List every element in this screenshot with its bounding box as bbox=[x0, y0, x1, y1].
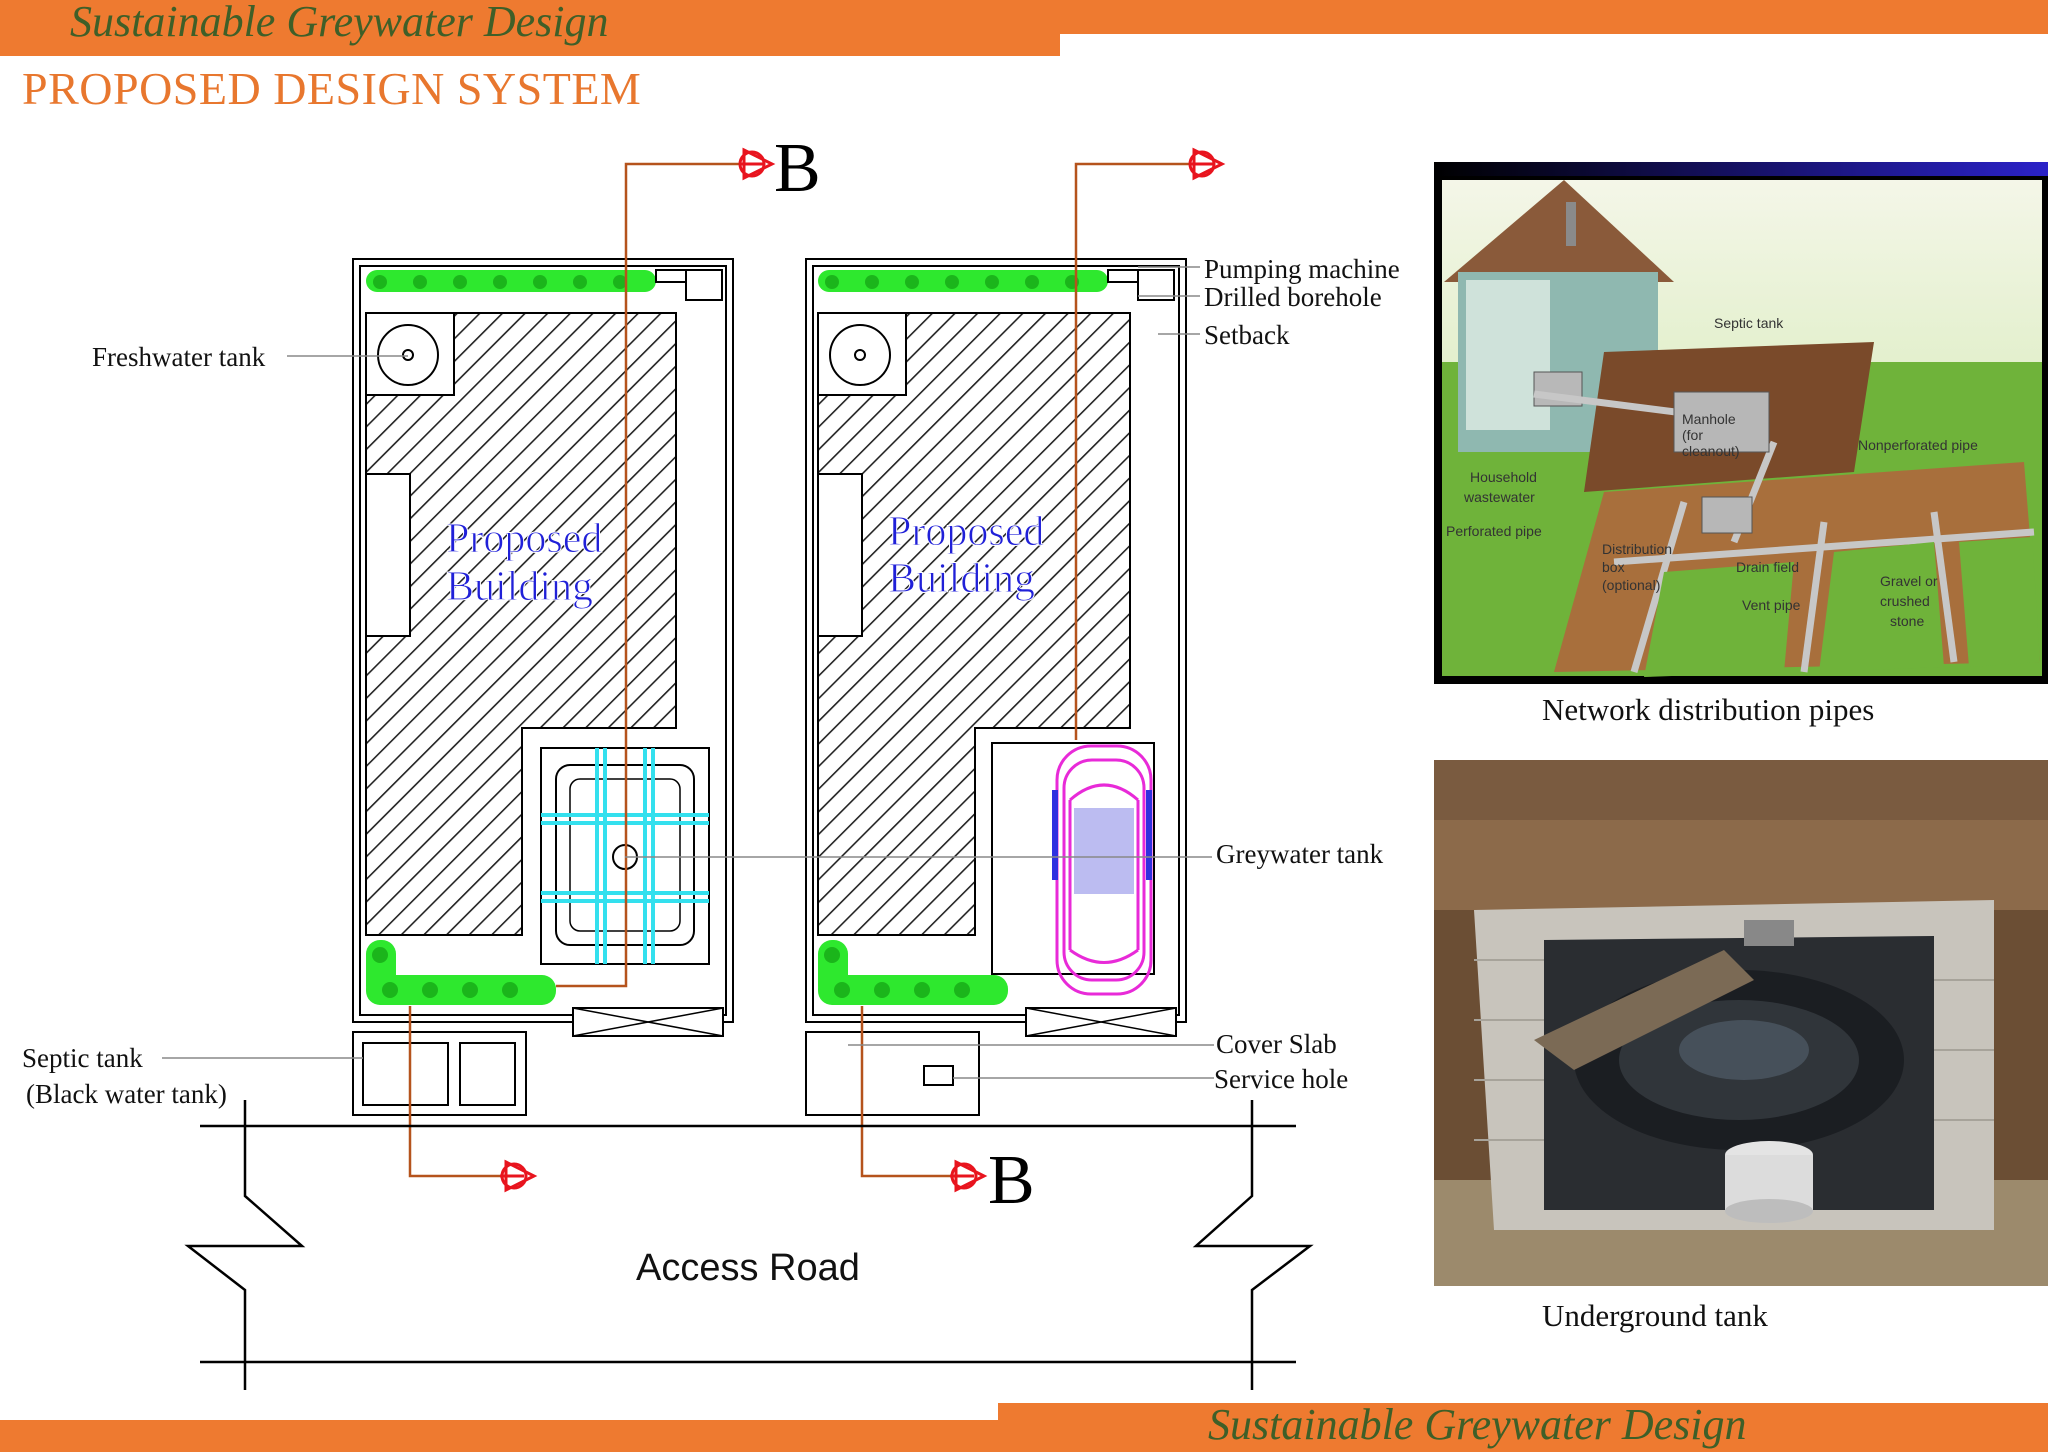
header-band bbox=[0, 0, 1060, 56]
label-pumping-machine: Pumping machine bbox=[1204, 254, 1400, 284]
caption-network-pipes: Network distribution pipes bbox=[1542, 692, 1875, 727]
label-cover-slab: Cover Slab bbox=[1216, 1029, 1337, 1059]
section-marker-b-bottom: B bbox=[988, 1142, 1035, 1219]
label-drilled-borehole: Drilled borehole bbox=[1204, 282, 1382, 312]
label-setback: Setback bbox=[1204, 320, 1290, 350]
illus-vent-pipe: Vent pipe bbox=[1742, 597, 1801, 613]
caption-underground-tank: Underground tank bbox=[1542, 1298, 1768, 1333]
illus-distribution-3: (optional) bbox=[1602, 577, 1660, 593]
label-service-hole: Service hole bbox=[1214, 1064, 1348, 1094]
label-greywater-tank: Greywater tank bbox=[1216, 839, 1384, 869]
underground-tank-photo bbox=[1434, 760, 2048, 1286]
building-2-label-line1: Proposed bbox=[888, 509, 1044, 555]
access-road bbox=[184, 1100, 1314, 1390]
illus-distribution-2: box bbox=[1602, 559, 1625, 575]
illus-manhole-3: cleanout) bbox=[1682, 443, 1740, 459]
illus-manhole-2: (for bbox=[1682, 427, 1703, 443]
illus-manhole: Manhole bbox=[1682, 411, 1736, 427]
building-2-label-line2: Building bbox=[888, 556, 1035, 602]
illus-gravel: Gravel or bbox=[1880, 573, 1938, 589]
road-label: Access Road bbox=[636, 1247, 860, 1289]
building-1-label-line1: Proposed bbox=[446, 516, 602, 562]
building-1 bbox=[365, 312, 677, 936]
illus-household-2: wastewater bbox=[1463, 489, 1535, 505]
building-2 bbox=[817, 312, 1131, 936]
footer-band bbox=[998, 1403, 2048, 1452]
label-septic-tank: Septic tank bbox=[22, 1043, 143, 1073]
label-black-water-tank: (Black water tank) bbox=[26, 1079, 227, 1109]
header-title: Sustainable Greywater Design bbox=[70, 0, 609, 46]
car bbox=[1055, 744, 1153, 996]
footer-title: Sustainable Greywater Design bbox=[1208, 1400, 1747, 1449]
section-marker-b-top: B bbox=[774, 130, 821, 207]
footer-band-left bbox=[0, 1420, 998, 1452]
illus-septic-tank: Septic tank bbox=[1714, 315, 1784, 331]
header-band-right bbox=[1060, 0, 2048, 34]
lot-1-boundary bbox=[352, 258, 734, 1023]
illus-gravel-2: crushed bbox=[1880, 593, 1930, 609]
network-pipes-illustration: Septic tank Manhole (for cleanout) Nonpe… bbox=[1434, 162, 2048, 684]
illus-nonperforated: Nonperforated pipe bbox=[1858, 437, 1978, 453]
illus-drain-field: Drain field bbox=[1736, 559, 1799, 575]
lot-2-boundary bbox=[805, 258, 1187, 1023]
building-1-label-line2: Building bbox=[446, 564, 593, 610]
page-title: PROPOSED DESIGN SYSTEM bbox=[22, 63, 642, 114]
illus-household: Household bbox=[1470, 469, 1537, 485]
label-freshwater-tank: Freshwater tank bbox=[92, 342, 266, 372]
illus-gravel-3: stone bbox=[1890, 613, 1924, 629]
illus-perforated: Perforated pipe bbox=[1446, 523, 1542, 539]
illus-distribution: Distribution bbox=[1602, 541, 1672, 557]
